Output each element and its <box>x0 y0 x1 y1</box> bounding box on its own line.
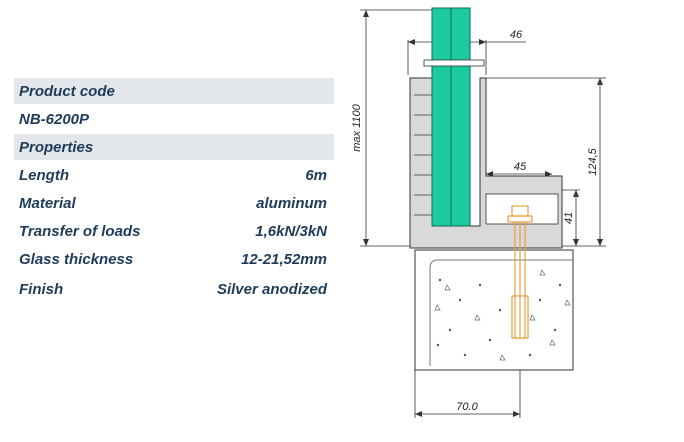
properties-label: Properties <box>19 138 94 156</box>
spec-row-finish: Finish Silver anodized <box>14 276 334 302</box>
product-code-label: Product code <box>19 82 115 100</box>
dim-base-height-label: 41 <box>563 212 575 224</box>
finish-value: Silver anodized <box>216 280 327 298</box>
glass-thickness-value: 12-21,52mm <box>241 250 327 268</box>
spec-row-glass-thickness: Glass thickness 12-21,52mm <box>14 246 334 272</box>
product-code-value: NB-6200P <box>19 110 90 128</box>
glass-panel <box>423 7 485 227</box>
spec-row-properties-header: Properties <box>14 134 334 160</box>
spec-row-material: Material aluminum <box>14 190 334 216</box>
material-label: Material <box>19 194 76 212</box>
material-value: aluminum <box>256 194 327 212</box>
dim-anchor-distance-label: 70.0 <box>456 401 478 413</box>
dim-profile-height-label: 124,5 <box>587 147 599 175</box>
length-label: Length <box>19 166 69 184</box>
transfer-of-loads-value: 1,6kN/3kN <box>255 222 327 240</box>
profile-cross-section-drawing: max 1100 46 124,5 45 41 70.0 <box>351 7 606 418</box>
profile-grooves <box>414 94 432 216</box>
transfer-of-loads-label: Transfer of loads <box>19 222 141 240</box>
dim-base-width-label: 45 <box>514 161 527 173</box>
finish-label: Finish <box>19 280 64 298</box>
spec-table: Product code NB-6200P Properties Length … <box>14 78 334 302</box>
glass-thickness-label: Glass thickness <box>19 250 134 268</box>
anchor-bolt <box>507 205 533 339</box>
spec-row-product-code-header: Product code <box>14 78 334 104</box>
length-value: 6m <box>305 166 327 184</box>
spec-row-length: Length 6m <box>14 162 334 188</box>
spec-row-transfer-of-loads: Transfer of loads 1,6kN/3kN <box>14 218 334 244</box>
dim-top-width-label: 46 <box>510 29 523 41</box>
spec-row-product-code-value: NB-6200P <box>14 106 334 132</box>
concrete-base <box>414 249 574 371</box>
dim-max-height-label: max 1100 <box>351 103 363 151</box>
